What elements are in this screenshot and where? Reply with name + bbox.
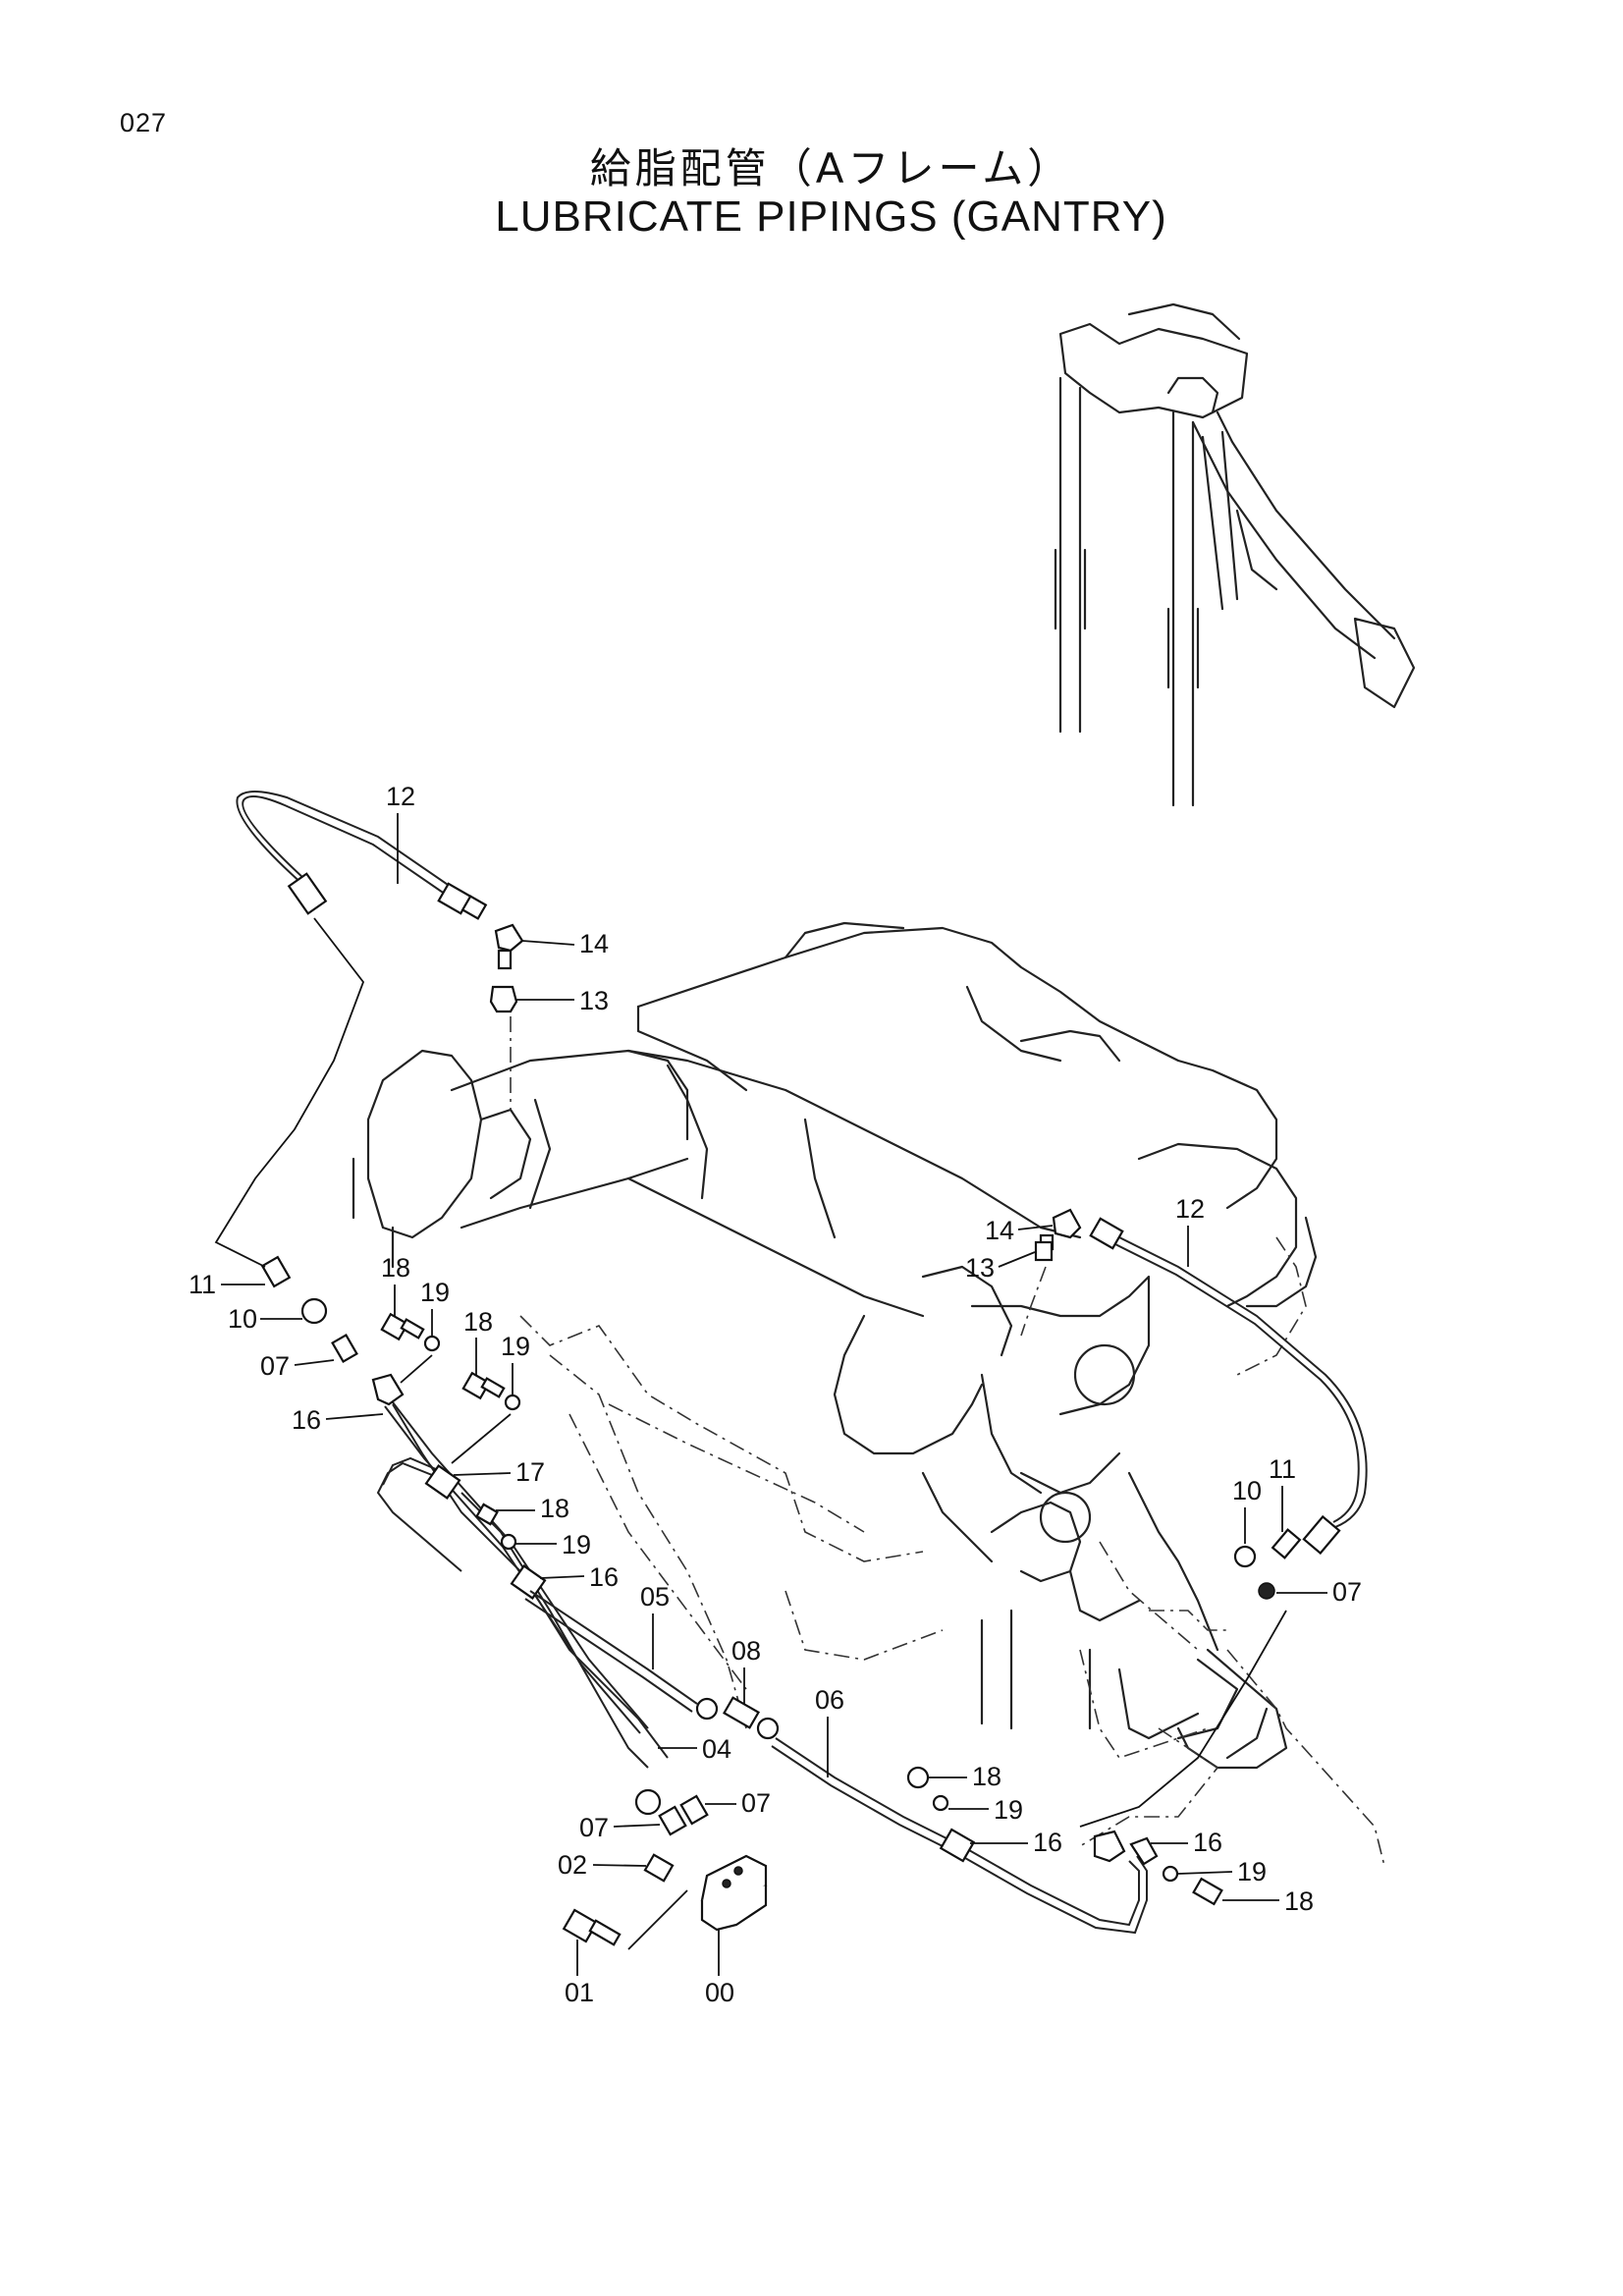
callout-19: 19 — [501, 1332, 530, 1361]
callout-16: 16 — [589, 1562, 619, 1592]
callout-18: 18 — [381, 1253, 410, 1283]
callout-18: 18 — [972, 1762, 1001, 1791]
callout-10: 10 — [228, 1304, 257, 1334]
callout-08: 08 — [731, 1636, 761, 1666]
callout-16: 16 — [1193, 1828, 1222, 1857]
callout-19: 19 — [994, 1795, 1023, 1825]
callout-12: 12 — [1175, 1194, 1205, 1224]
callout-17: 17 — [515, 1457, 545, 1487]
callout-16: 16 — [1033, 1828, 1062, 1857]
callout-04: 04 — [702, 1734, 731, 1764]
callout-10: 10 — [1232, 1476, 1262, 1505]
page-title-english: LUBRICATE PIPINGS (GANTRY) — [495, 192, 1167, 241]
callout-14: 14 — [985, 1216, 1014, 1245]
page-number: 027 — [120, 108, 168, 137]
callout-07: 07 — [579, 1813, 609, 1842]
callout-11: 11 — [1269, 1454, 1296, 1484]
callout-16: 16 — [292, 1405, 321, 1435]
callout-11: 11 — [189, 1270, 216, 1299]
gantry-inset-drawing — [1054, 302, 1416, 807]
page-title-japanese: 給脂配管（Aフレーム） — [589, 144, 1073, 192]
callout-14: 14 — [579, 929, 609, 958]
callout-07: 07 — [260, 1351, 290, 1381]
callout-00: 00 — [705, 1978, 734, 2007]
callout-07: 07 — [1332, 1577, 1362, 1607]
callout-13: 13 — [579, 986, 609, 1015]
gantry-structure-drawing — [352, 921, 1385, 1867]
callout-05: 05 — [640, 1582, 670, 1612]
callout-07: 07 — [741, 1788, 771, 1818]
callout-18: 18 — [463, 1307, 493, 1337]
callout-12: 12 — [386, 782, 415, 811]
lubrication-pipes-drawing — [214, 791, 1368, 1950]
callout-19: 19 — [562, 1530, 591, 1559]
callout-labels: 12 14 13 11 10 07 16 18 19 18 19 17 — [189, 782, 1362, 2007]
callout-01: 01 — [565, 1978, 594, 2007]
callout-06: 06 — [815, 1685, 844, 1715]
callout-13: 13 — [965, 1253, 995, 1283]
callout-02: 02 — [558, 1850, 587, 1880]
callout-19: 19 — [1237, 1857, 1267, 1886]
callout-18: 18 — [540, 1494, 569, 1523]
callout-19: 19 — [420, 1278, 450, 1307]
callout-18: 18 — [1284, 1886, 1314, 1916]
